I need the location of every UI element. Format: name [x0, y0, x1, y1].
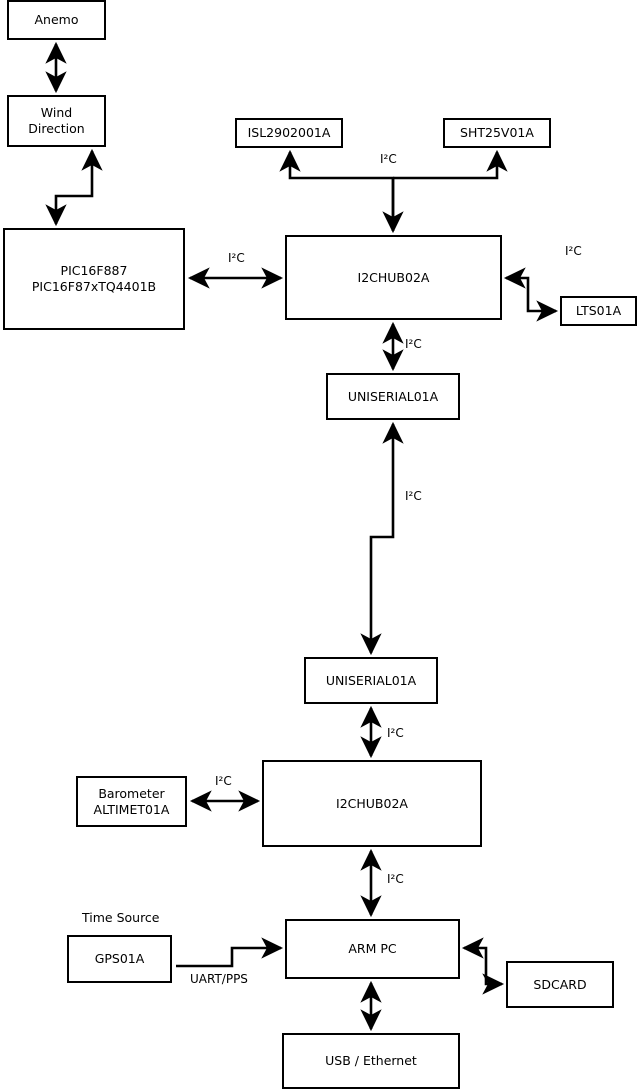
node-isl2902001a-label: ISL2902001A [247, 125, 331, 141]
node-uniserial01a-upper[interactable]: UNISERIAL01A [326, 373, 460, 420]
label-time-source: Time Source [82, 910, 160, 925]
node-sht25v01a[interactable]: SHT25V01A [443, 118, 551, 148]
edge-label-i2c-barometer-hub: I²C [215, 774, 232, 788]
node-arm-pc[interactable]: ARM PC [285, 919, 460, 979]
node-gps01a[interactable]: GPS01A [67, 935, 172, 983]
edge-armpc-sdcard [461, 937, 505, 995]
node-lts01a-label: LTS01A [575, 303, 622, 319]
node-sdcard-label: SDCARD [533, 976, 587, 992]
node-i2chub02a-bottom-label: I2CHUB02A [336, 795, 408, 811]
node-usb-ethernet[interactable]: USB / Ethernet [282, 1033, 460, 1089]
node-wind-direction-label: Wind Direction [28, 105, 85, 136]
node-barometer-altimet01a[interactable]: Barometer ALTIMET01A [76, 776, 187, 827]
node-i2chub02a-bottom[interactable]: I2CHUB02A [262, 760, 482, 847]
edge-label-i2c-hub-armpc: I²C [387, 872, 404, 886]
edge-hubtop-bus [279, 149, 395, 231]
node-sdcard[interactable]: SDCARD [506, 961, 614, 1008]
node-barometer-altimet01a-label: Barometer ALTIMET01A [93, 785, 170, 817]
node-sht25v01a-label: SHT25V01A [460, 125, 534, 141]
edge-hubtop-lts [503, 267, 559, 322]
node-usb-ethernet-label: USB / Ethernet [325, 1053, 417, 1069]
node-pic-mcu-label: PIC16F887 PIC16F87xTQ4401B [31, 263, 157, 294]
edge-label-uart-pps: UART/PPS [190, 972, 248, 986]
edge-label-i2c-hub-sensors: I²C [380, 152, 397, 166]
node-anemo[interactable]: Anemo [7, 0, 106, 40]
node-gps01a-label: GPS01A [94, 951, 145, 967]
node-anemo-label: Anemo [34, 12, 79, 28]
node-uniserial01a-lower-label: UNISERIAL01A [325, 672, 417, 688]
edge-label-i2c-pic-hub: I²C [228, 251, 245, 265]
node-pic-mcu[interactable]: PIC16F887 PIC16F87xTQ4401B [3, 228, 185, 330]
node-wind-direction[interactable]: Wind Direction [7, 95, 106, 147]
node-i2chub02a-top[interactable]: I2CHUB02A [285, 235, 502, 320]
edge-wind-pic [45, 148, 103, 227]
node-arm-pc-label: ARM PC [348, 941, 397, 957]
edge-uniserial-link [360, 421, 404, 656]
edge-gps-armpc [176, 937, 284, 968]
node-lts01a[interactable]: LTS01A [560, 296, 637, 326]
edge-label-i2c-uniserial-hub: I²C [387, 726, 404, 740]
edge-label-i2c-uniserial-link: I²C [405, 489, 422, 503]
node-uniserial01a-lower[interactable]: UNISERIAL01A [304, 657, 438, 704]
node-isl2902001a[interactable]: ISL2902001A [235, 118, 343, 148]
edge-bus-sht [393, 149, 508, 180]
edge-label-i2c-hub-lts: I²C [565, 244, 582, 258]
node-uniserial01a-upper-label: UNISERIAL01A [347, 388, 439, 404]
node-i2chub02a-top-label: I2CHUB02A [357, 269, 430, 285]
edge-label-i2c-hub-uniserial: I²C [405, 337, 422, 351]
